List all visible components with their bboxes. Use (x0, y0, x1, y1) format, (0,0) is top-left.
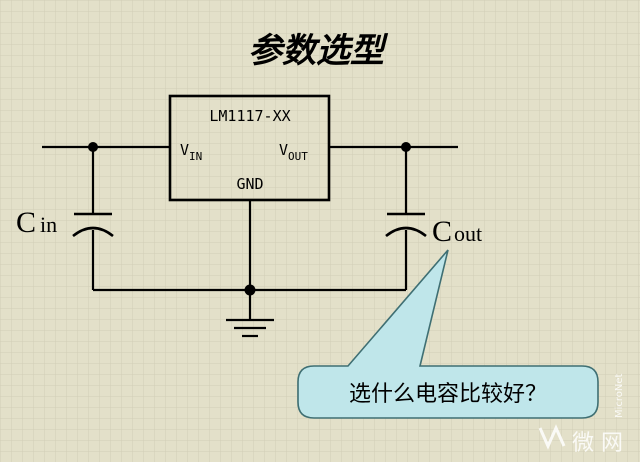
watermark-logo-icon (538, 424, 566, 450)
watermark: MicroNet 微 网 (538, 373, 625, 456)
cout-capacitor (385, 212, 427, 238)
junction-dots (88, 142, 411, 296)
question-callout: 选什么电容比较好？ (297, 249, 599, 419)
ic-part-number: LM1117-XX (209, 107, 290, 125)
watermark-brand: MicroNet (614, 373, 625, 418)
callout-question-text: 选什么电容比较好？ (349, 382, 547, 407)
junction-dot-cout-top (401, 142, 411, 152)
cout-label: Cout (432, 215, 482, 248)
pin-vout-label: VOUT (279, 141, 308, 163)
ground-symbol (226, 318, 274, 338)
junction-dot-cin-top (88, 142, 98, 152)
watermark-cn-text: 微 网 (572, 431, 623, 456)
diagram-title: 参数选型 (248, 31, 389, 71)
cin-capacitor (72, 212, 114, 238)
pin-gnd-label: GND (236, 175, 263, 193)
regulator-ic-body (168, 94, 331, 202)
callout-bubble-shape (297, 249, 599, 419)
junction-dot-ground (244, 284, 256, 296)
pin-vin-label: VIN (180, 141, 202, 163)
